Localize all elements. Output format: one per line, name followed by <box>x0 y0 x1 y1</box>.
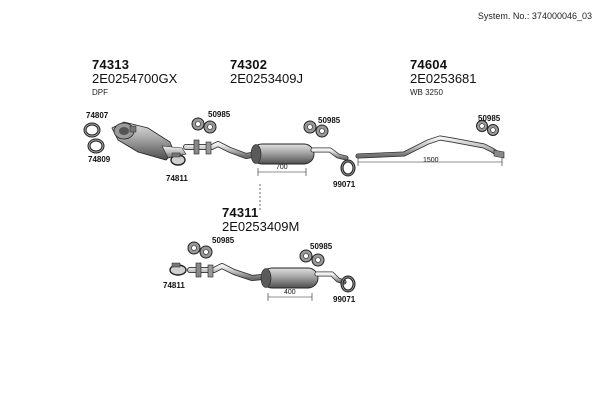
hanger-50985-a-icon <box>191 117 217 134</box>
dimension-label-1500: 1500 <box>423 157 439 164</box>
front-description: DPF <box>92 88 108 97</box>
part-label-99071-top: 99071 <box>333 180 356 189</box>
part-label-99071-bottom: 99071 <box>333 295 356 304</box>
dimension-400 <box>267 293 313 301</box>
alt-middle-pipe-icon <box>187 262 347 289</box>
dimension-label-400: 400 <box>284 289 296 296</box>
rear-description: WB 3250 <box>410 88 443 97</box>
part-label-50985-a: 50985 <box>208 110 231 119</box>
system-number: System. No.: 374000046_03 <box>477 11 592 21</box>
part-label-74807: 74807 <box>86 111 109 120</box>
clamp-99071-top-icon <box>340 159 356 177</box>
alt-oe-number: 2E0253409M <box>222 219 300 234</box>
rear-pipe-icon <box>355 135 505 159</box>
middle-oe-number: 2E0253409J <box>230 71 304 86</box>
part-label-50985-d: 50985 <box>212 236 235 245</box>
hanger-50985-e-icon <box>299 249 325 267</box>
part-label-74811-bottom: 74811 <box>163 281 185 290</box>
middle-article-number: 74302 <box>230 57 268 72</box>
hanger-50985-c-icon <box>476 120 499 136</box>
hanger-50985-d-icon <box>187 241 213 259</box>
part-label-50985-c: 50985 <box>478 114 501 123</box>
rear-oe-number: 2E0253681 <box>410 71 477 86</box>
front-article-number: 74313 <box>92 57 130 72</box>
dimension-label-700: 700 <box>276 164 288 171</box>
clamp-74811-top-icon <box>170 152 186 166</box>
rear-article-number: 74604 <box>410 57 448 72</box>
clamp-ring-74809-icon <box>87 138 105 154</box>
dimension-700 <box>257 168 307 176</box>
clamp-99071-bottom-icon <box>340 275 356 293</box>
part-label-50985-b: 50985 <box>318 116 341 125</box>
dpf-part-icon <box>111 121 187 161</box>
hanger-50985-b-icon <box>303 120 329 138</box>
middle-pipe-icon <box>183 139 349 165</box>
alt-article-number: 74311 <box>222 205 259 220</box>
part-label-74811-top: 74811 <box>166 174 188 183</box>
front-oe-number: 2E0254700GX <box>92 71 178 86</box>
part-label-50985-e: 50985 <box>310 242 333 251</box>
part-label-74809: 74809 <box>88 155 111 164</box>
clamp-ring-74807-icon <box>83 122 101 138</box>
dimension-1500 <box>357 158 503 166</box>
clamp-74811-bottom-icon <box>169 262 187 276</box>
